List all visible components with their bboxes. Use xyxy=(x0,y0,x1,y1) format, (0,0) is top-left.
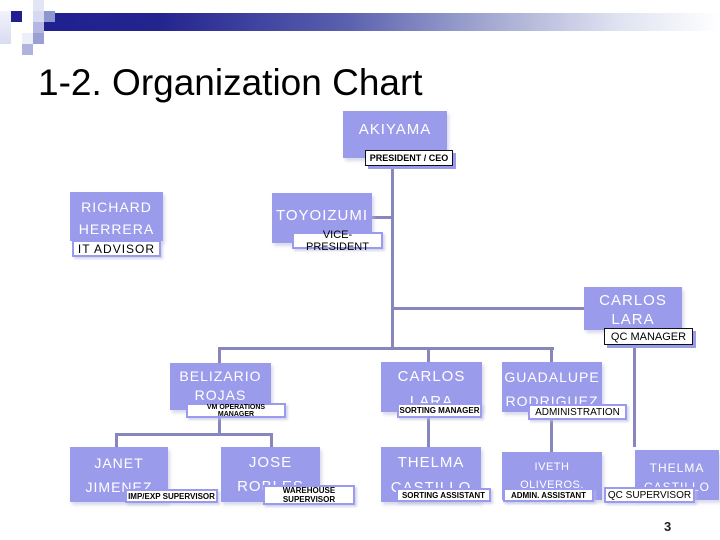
org-box-belizario-rojas[interactable]: BELIZARIO ROJAS xyxy=(170,363,271,410)
org-title-it-advisor[interactable]: IT ADVISOR xyxy=(72,240,161,257)
org-box-richard-herrera[interactable]: RICHARD HERRERA xyxy=(70,192,163,241)
connector-belizario-top xyxy=(218,347,221,363)
org-title-sorting-manager[interactable]: SORTING MANAGER xyxy=(397,403,482,418)
connector-janet-top xyxy=(115,433,118,447)
connector-thelma-sorting-top xyxy=(427,417,430,447)
org-title-sorting-assistant[interactable]: SORTING ASSISTANT xyxy=(396,488,491,502)
org-title-imp-exp-supervisor[interactable]: IMP/EXP SUPERVISOR xyxy=(125,489,218,503)
connector-main-horizontal xyxy=(218,347,554,350)
pixel-decoration xyxy=(33,11,44,22)
connector-qc-vertical xyxy=(633,345,636,447)
connector-toyoizumi-stub xyxy=(372,216,391,219)
org-title-admin-assistant[interactable]: ADMIN. ASSISTANT xyxy=(503,488,594,502)
pixel-decoration xyxy=(22,33,33,44)
page-number: 3 xyxy=(664,519,672,534)
pixel-decoration xyxy=(0,11,11,44)
pixel-decoration xyxy=(33,33,44,44)
header-gradient-bar xyxy=(36,13,720,31)
org-title-vice-president[interactable]: VICE-PRESIDENT xyxy=(292,229,383,253)
connector-ceo-vertical xyxy=(391,166,394,349)
connector-belizario-children-horizontal xyxy=(115,433,273,436)
org-title-warehouse-supervisor[interactable]: WAREHOUSE SUPERVISOR xyxy=(263,485,355,505)
connector-jose-top xyxy=(270,433,273,447)
org-title-qc-supervisor[interactable]: QC SUPERVISOR xyxy=(604,487,695,503)
org-title-president-ceo[interactable]: PRESIDENT / CEO xyxy=(365,150,453,166)
pixel-decoration xyxy=(33,22,44,33)
connector-belizario-bottom xyxy=(218,417,221,435)
connector-qc-horizontal xyxy=(391,307,584,310)
pixel-decoration xyxy=(22,44,33,55)
pixel-decoration xyxy=(44,11,55,22)
pixel-decoration xyxy=(11,11,22,22)
pixel-decoration xyxy=(33,0,44,11)
org-box-guadalupe-rodriguez[interactable]: GUADALUPE RODRIGUEZ xyxy=(502,362,602,412)
org-title-administration[interactable]: ADMINISTRATION xyxy=(528,404,627,420)
connector-guadalupe-top xyxy=(550,347,553,362)
connector-iveth-top xyxy=(550,419,553,452)
org-title-qc-manager[interactable]: QC MANAGER xyxy=(604,328,693,345)
org-title-vm-operations-manager[interactable]: VM OPERATIONS MANAGER xyxy=(186,403,286,418)
slide-title[interactable]: 1-2. Organization Chart xyxy=(38,62,423,103)
connector-carlos-sorting-top xyxy=(427,347,430,362)
org-box-carlos-lara-qc[interactable]: CARLOS LARA xyxy=(584,287,682,330)
